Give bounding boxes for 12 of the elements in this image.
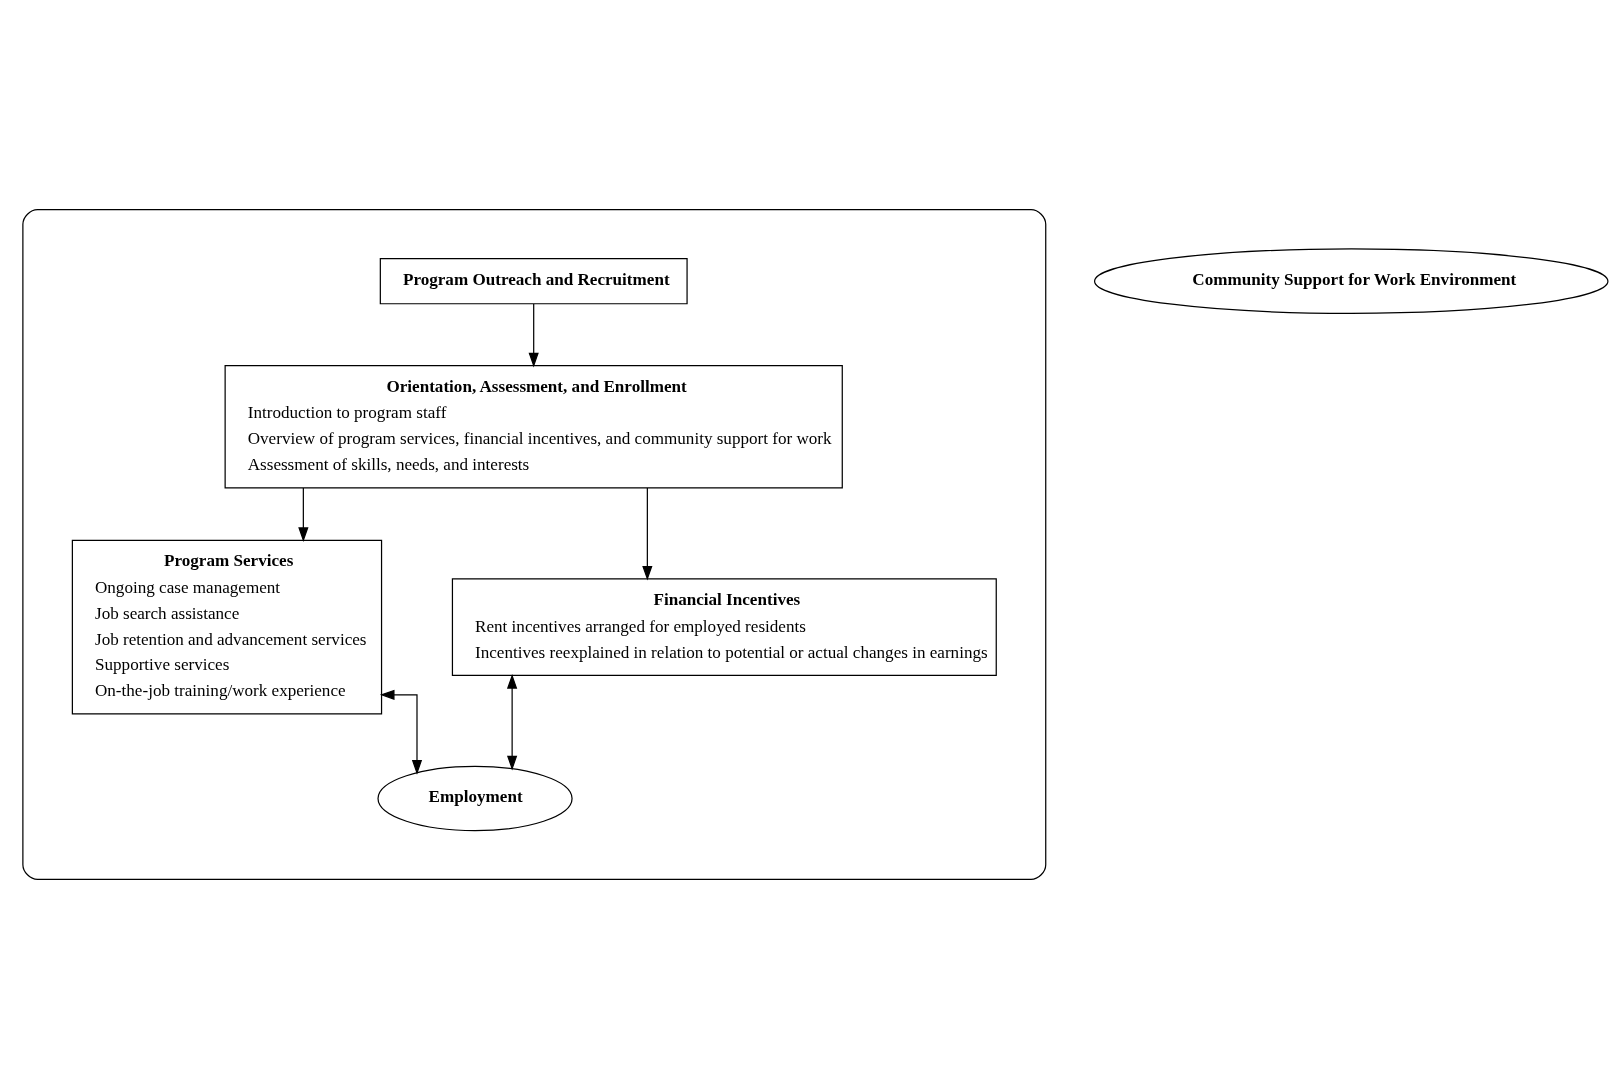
arrow — [298, 487, 309, 542]
arrow — [507, 673, 518, 771]
node-ellipse: Community Support for Work Environment — [1094, 248, 1609, 314]
node-box: Financial Incentives Rent incentives arranged for employed residents Incentives reexplained in relation to potential or actual changes in earnings — [451, 578, 997, 677]
arrow — [528, 303, 539, 368]
cluster — [22, 209, 1047, 880]
arrow — [379, 689, 423, 775]
arrow — [642, 487, 653, 581]
node-box: Program Outreach and Recruitment — [379, 257, 688, 305]
node-box: Program Services Ongoing case management Job search assistance Job retention and advancement services Supportive services On-the-job training/work experience — [71, 539, 383, 715]
node-box: Orientation, Assessment, and Enrollment Introduction to program staff Overview of program services, financial incentives, and community support for work Assessment of skills, needs, and interests — [224, 365, 843, 489]
node-ellipse: Employment — [377, 765, 573, 832]
